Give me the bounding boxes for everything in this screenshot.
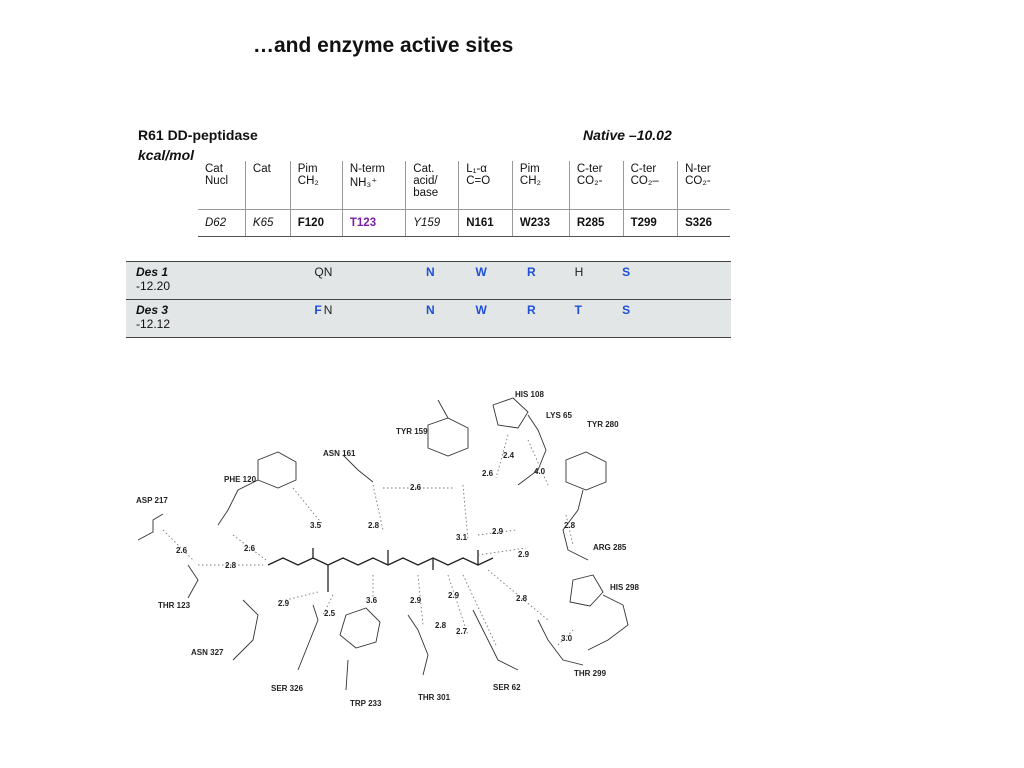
distance-label: 2.8: [564, 521, 576, 530]
residue-label: SER 326: [271, 684, 304, 693]
residue-cell: Y159: [405, 209, 459, 237]
design-cell: S: [622, 303, 631, 317]
distance-label: 2.9: [492, 527, 504, 536]
distance-labels: 2.6 2.8 2.6 3.5 2.8 2.6 2.9 2.5 3.6 2.9 …: [176, 451, 576, 643]
residue-label: THR 301: [418, 693, 451, 702]
residue-label: ASN 161: [323, 449, 356, 458]
residue-label: ASP 217: [136, 496, 168, 505]
residue-label: LYS 65: [546, 411, 572, 420]
distance-label: 2.9: [278, 599, 290, 608]
distance-label: 2.9: [448, 591, 460, 600]
design-cell: N: [425, 303, 435, 317]
enzyme-name: R61 DD-peptidase: [138, 127, 258, 143]
table-row: D62 K65 F120 T123 Y159 N161 W233 R285 T2…: [198, 209, 730, 237]
residue-label: HIS 298: [610, 583, 639, 592]
page-title: …and enzyme active sites: [253, 34, 514, 57]
hbond-lines: [162, 434, 574, 646]
residue-label: THR 299: [574, 669, 607, 678]
residue-label: THR 123: [158, 601, 191, 610]
native-energy: Native –10.02: [583, 127, 672, 143]
residue-label: HIS 108: [515, 390, 544, 399]
distance-label: 2.8: [435, 621, 447, 630]
design-cell: W: [475, 303, 487, 317]
residue-sidechains: [137, 397, 629, 691]
residue-labels: ASP 217 PHE 120 ASN 161 TYR 159 HIS 108 …: [136, 390, 639, 708]
residue-label: ASN 327: [191, 648, 224, 657]
design-cell: R: [526, 303, 536, 317]
header-cell: Cat: [244, 161, 291, 210]
distance-label: 2.9: [518, 550, 530, 559]
design-cell: R: [526, 265, 536, 279]
residue-cell: D62: [198, 209, 246, 237]
residue-label: SER 62: [493, 683, 521, 692]
residue-cell: T299: [622, 209, 678, 237]
design-row-1: Des 1-12.20 Q N N W R H S: [126, 261, 731, 300]
distance-label: 2.6: [176, 546, 188, 555]
residue-cell: K65: [244, 209, 291, 237]
residue-label: TYR 159: [396, 427, 428, 436]
design-label: Des 1-12.20: [136, 265, 171, 293]
design-cell: H: [574, 265, 584, 279]
design-cell: F: [314, 303, 322, 317]
residue-cell: S326: [677, 209, 730, 237]
distance-label: 2.9: [410, 596, 422, 605]
design-row-3: Des 3-12.12 F N N W R T S: [126, 299, 731, 338]
residue-label: TYR 280: [587, 420, 619, 429]
design-cell: W: [475, 265, 487, 279]
energy-unit: kcal/mol: [138, 147, 195, 163]
distance-label: 2.6: [410, 483, 422, 492]
design-cell: N: [425, 265, 435, 279]
distance-label: 2.7: [456, 627, 468, 636]
ligand-backbone: [267, 548, 494, 592]
design-label: Des 3-12.12: [136, 303, 171, 331]
distance-label: 2.5: [324, 609, 336, 618]
active-site-diagram: ASP 217 PHE 120 ASN 161 TYR 159 HIS 108 …: [136, 390, 639, 708]
distance-label: 2.8: [368, 521, 380, 530]
residue-cell: F120: [289, 209, 343, 237]
residue-cell: W233: [511, 209, 570, 237]
design-cell: S: [622, 265, 631, 279]
distance-label: 4.0: [534, 467, 546, 476]
distance-label: 2.4: [503, 451, 515, 460]
header-cell: Cat.acid/base: [405, 161, 459, 210]
design-table: Des 1-12.20 Q N N W R H S Des 3-12.12 F …: [126, 261, 731, 338]
distance-label: 2.8: [516, 594, 528, 603]
residue-label: ARG 285: [593, 543, 627, 552]
design-cell: N: [323, 303, 333, 317]
distance-label: 2.6: [482, 469, 494, 478]
residue-cell: R285: [568, 209, 624, 237]
residue-label: TRP 233: [350, 699, 382, 708]
distance-label: 3.1: [456, 533, 468, 542]
distance-label: 3.5: [310, 521, 322, 530]
distance-label: 2.8: [225, 561, 237, 570]
design-cell: Q: [314, 265, 324, 279]
residue-cell: T123: [341, 209, 406, 237]
distance-label: 3.0: [561, 634, 573, 643]
distance-label: 3.6: [366, 596, 378, 605]
design-cell: N: [323, 265, 333, 279]
design-cell: T: [574, 303, 582, 317]
residue-label: PHE 120: [224, 475, 257, 484]
distance-label: 2.6: [244, 544, 256, 553]
residue-cell: N161: [458, 209, 513, 237]
